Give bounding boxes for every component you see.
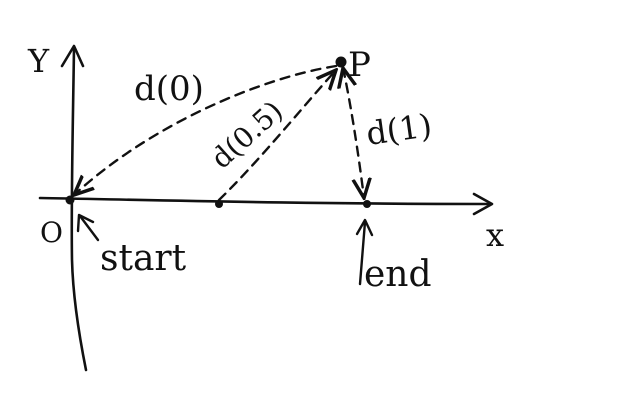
start-label: start (100, 238, 187, 279)
y-axis-label: Y (27, 42, 50, 80)
start-pointer-arrow (78, 214, 100, 242)
end-pointer-arrow (358, 220, 367, 286)
end-point (363, 200, 371, 208)
distance-line-d1 (343, 68, 364, 198)
d05-label: d(0.5) (205, 94, 290, 175)
origin-label: O (40, 216, 63, 249)
point-p-label: P (348, 45, 371, 85)
y-axis-line (70, 46, 88, 372)
origin-point (65, 195, 75, 205)
start-pointer-arrowhead (76, 213, 95, 233)
distance-line-d05 (217, 70, 336, 202)
x-axis-line (38, 196, 492, 206)
x-axis-arrowhead (472, 192, 494, 216)
end-label: end (364, 254, 432, 295)
midpoint (215, 200, 223, 208)
d0-label: d(0) (134, 69, 204, 109)
x-axis-label: x (486, 216, 504, 254)
distance-line-d0 (74, 64, 338, 195)
y-axis-arrowhead (60, 44, 85, 68)
end-pointer-arrowhead (355, 218, 374, 237)
d1-label: d(1) (364, 106, 434, 153)
